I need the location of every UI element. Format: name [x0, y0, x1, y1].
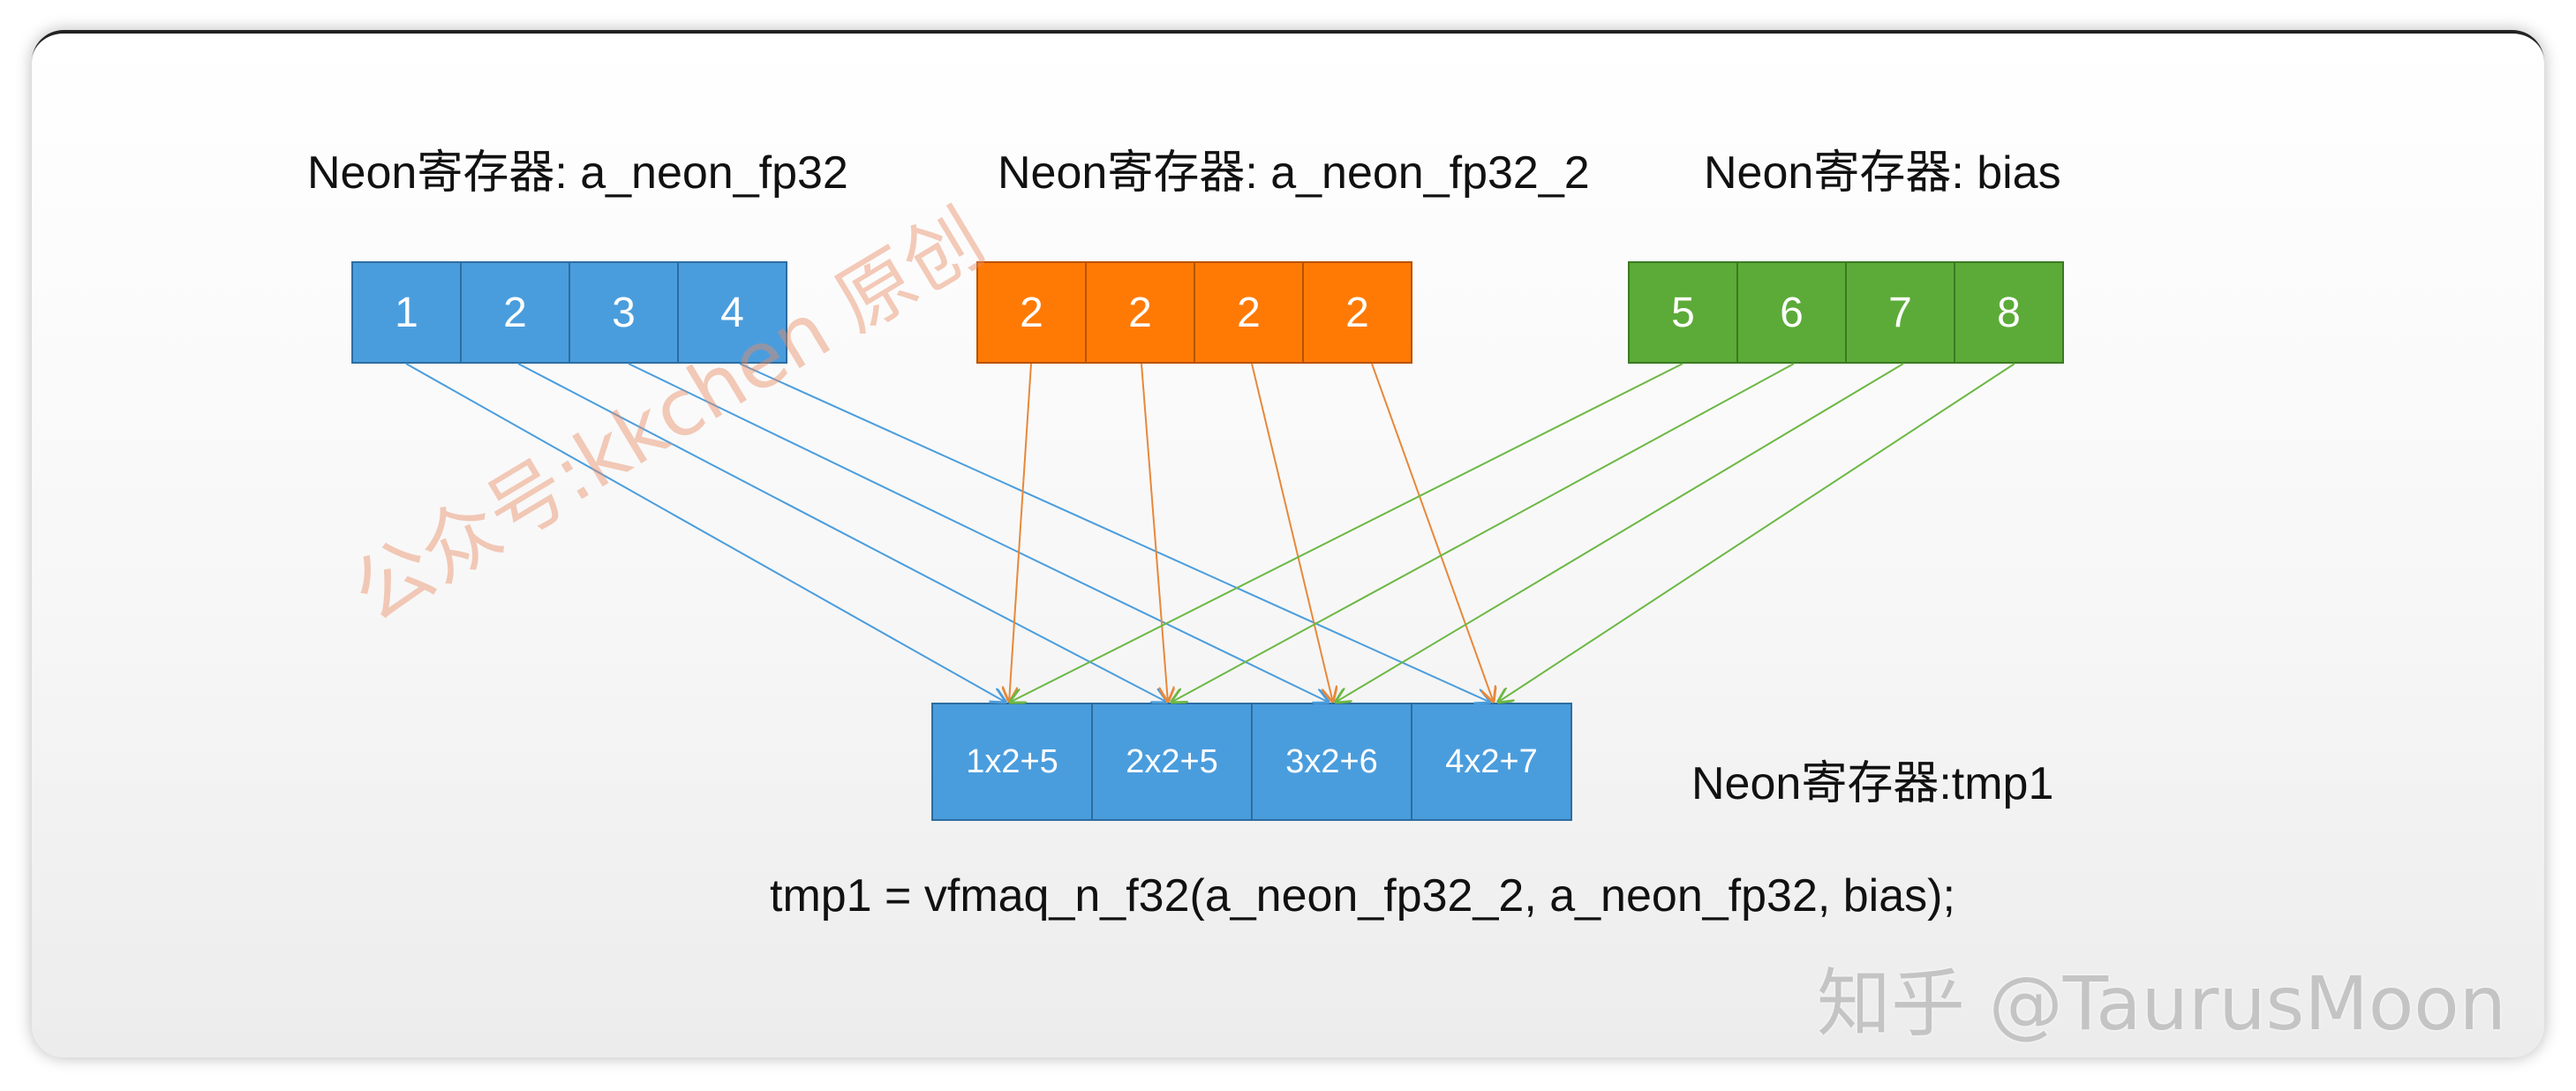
register-bias-lane: 8: [1954, 261, 2064, 364]
result-lane: 3x2+6: [1251, 703, 1412, 821]
register-a-lane: 4: [677, 261, 787, 364]
register-bias: 5 6 7 8: [1628, 261, 2064, 364]
diagram-card: [32, 30, 2544, 1057]
zhihu-watermark: 知乎 @TaurusMoon: [1817, 960, 2506, 1047]
result-lane: 4x2+7: [1411, 703, 1572, 821]
register-b: 2 2 2 2: [976, 261, 1412, 364]
register-b-lane: 2: [1194, 261, 1304, 364]
blue-lane-arrow: [739, 363, 1491, 703]
register-b-lane: 2: [976, 261, 1087, 364]
orange-lane-arrow: [1371, 363, 1494, 703]
result-lane: 1x2+5: [931, 703, 1093, 821]
orange-lane-arrow: [1009, 363, 1032, 703]
register-b-lane: 2: [1302, 261, 1412, 364]
register-a: 1 2 3 4: [351, 261, 787, 364]
register-tmp1-title: Neon寄存器:tmp1: [1691, 758, 2054, 809]
equation-text: tmp1 = vfmaq_n_f32(a_neon_fp32_2, a_neon…: [770, 870, 1955, 922]
register-bias-title: Neon寄存器: bias: [1704, 147, 2061, 199]
green-lane-arrow: [1497, 363, 2015, 703]
register-b-title: Neon寄存器: a_neon_fp32_2: [998, 147, 1590, 199]
register-b-lane: 2: [1085, 261, 1195, 364]
blue-lane-arrow: [628, 363, 1329, 703]
green-lane-arrow: [1171, 363, 1795, 703]
register-tmp1: 1x2+5 2x2+5 3x2+6 4x2+7: [931, 703, 1572, 821]
register-a-lane: 1: [351, 261, 462, 364]
register-a-title: Neon寄存器: a_neon_fp32: [307, 147, 848, 199]
blue-lane-arrow: [405, 363, 1006, 703]
green-lane-arrow: [1009, 363, 1683, 703]
register-bias-lane: 6: [1736, 261, 1847, 364]
green-lane-arrow: [1335, 363, 1904, 703]
orange-lane-arrow: [1251, 363, 1333, 703]
register-bias-lane: 7: [1845, 261, 1955, 364]
orange-lane-arrow: [1141, 363, 1168, 703]
blue-lane-arrow: [517, 363, 1168, 703]
